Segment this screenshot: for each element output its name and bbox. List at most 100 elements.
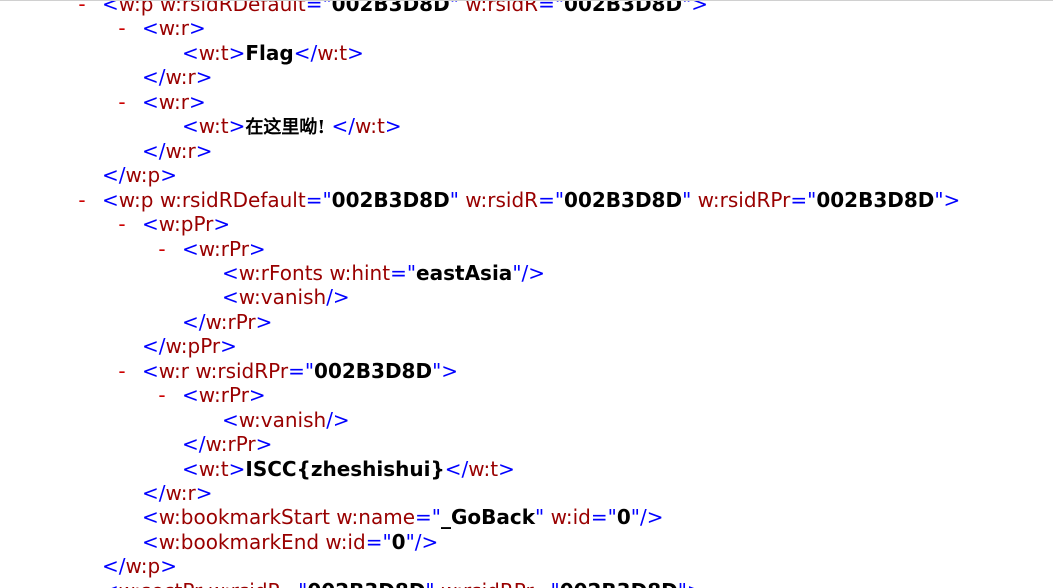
xml-text-content: Flag [245,40,294,65]
xml-punctuation: > [189,89,206,114]
xml-punctuation: > [255,309,273,334]
xml-punctuation: < [222,285,239,310]
xml-tag-name: w:rPr [198,383,249,408]
collapse-toggle[interactable]: - [118,358,126,383]
xml-punctuation: =" [365,529,392,554]
xml-line: <w:rFonts w:hint="eastAsia"/> [222,261,545,285]
xml-punctuation: > [228,40,246,65]
xml-punctuation: < [182,383,199,408]
xml-punctuation: > [220,334,237,359]
xml-punctuation: =" [590,505,617,530]
xml-attr-value: 002B3D8D [307,579,425,588]
xml-text-content: ISCC{zheshishui} [245,456,445,481]
xml-punctuation: > [228,456,246,481]
xml-tag-name: w:t [317,40,348,65]
xml-tag-name: w:sectPr w:rsidR [119,579,282,588]
xml-punctuation: < [102,579,119,588]
xml-tag-name: w:r [158,89,189,114]
xml-punctuation: < [102,187,119,212]
xml-tag-name: w:rsidRPr [697,187,791,212]
xml-line: <w:vanish/> [222,285,350,309]
xml-punctuation: "/> [405,529,439,554]
xml-tag-name: w:p w:rsidRDefault [118,187,306,212]
xml-punctuation: < [142,16,159,41]
xml-punctuation: =" [538,187,565,212]
xml-tag-name: w:vanish [238,285,327,310]
xml-text-content: 在这里呦! [245,117,332,139]
xml-punctuation: < [102,0,119,16]
xml-punctuation: "> [678,579,704,588]
xml-line: </w:p> [102,163,177,187]
collapse-toggle[interactable]: - [118,212,126,237]
xml-punctuation: < [142,505,159,530]
xml-punctuation: </ [142,334,166,359]
xml-punctuation: =" [538,0,565,16]
xml-punctuation: < [182,456,199,481]
xml-tag-name: w:pPr [165,334,221,359]
xml-punctuation: > [195,65,213,90]
xml-punctuation: </ [331,114,356,139]
xml-punctuation: "/> [512,260,546,285]
xml-punctuation: > [228,114,246,139]
xml-punctuation: < [222,407,239,432]
xml-punctuation: < [222,260,239,285]
xml-punctuation: > [195,138,213,163]
xml-tag-name: w:vanish [238,407,327,432]
xml-line: <w:t>Flag</w:t> [182,41,364,65]
xml-punctuation: > [255,432,273,457]
xml-line: </w:r> [142,481,213,505]
collapse-toggle[interactable]: - [158,383,166,408]
xml-punctuation: "/> [630,505,664,530]
xml-punctuation: < [182,236,199,261]
xml-line: </w:rPr> [182,310,272,334]
xml-punctuation: </ [102,163,126,188]
xml-line: <w:t>ISCC{zheshishui}</w:t> [182,457,515,481]
xml-punctuation: > [189,16,206,41]
xml-attr-value: 002B3D8D [564,187,683,212]
xml-punctuation: " [449,0,466,16]
xml-punctuation: </ [142,65,166,90]
xml-attr-value: 002B3D8D [314,358,433,383]
xml-punctuation: "> [682,0,709,16]
xml-attr-value: 002B3D8D [331,0,450,16]
xml-attr-value: 002B3D8D [560,579,678,588]
xml-tag-name: w:rPr [198,236,249,261]
xml-tag-name: w:r [165,65,196,90]
xml-line: <w:sectPr w:rsidR="002B3D8D" w:rsidRPr="… [102,579,704,588]
collapse-toggle[interactable]: - [118,16,126,41]
xml-tag-name: w:t [198,40,229,65]
xml-line: <w:p w:rsidRDefault="002B3D8D" w:rsidR="… [102,188,960,212]
xml-tag-name: w:r [165,138,196,163]
xml-line: <w:bookmarkEnd w:id="0"/> [142,530,438,554]
xml-attr-value: 002B3D8D [331,187,450,212]
xml-line: <w:r w:rsidRPr="002B3D8D"> [142,359,458,383]
xml-punctuation: < [142,529,159,554]
xml-line: </w:rPr> [182,432,272,456]
collapse-toggle[interactable]: - [118,89,126,114]
xml-punctuation: /> [326,285,350,310]
xml-tag-name: w:p w:rsidRDefault [118,0,306,16]
xml-tag-name: w:rsidR [465,0,539,16]
xml-punctuation: " [425,579,441,588]
xml-line: <w:vanish/> [222,408,350,432]
xml-punctuation: > [498,456,515,481]
xml-line: <w:r> [142,16,206,40]
xml-punctuation: "> [432,358,459,383]
xml-punctuation: </ [293,40,318,65]
collapse-toggle[interactable]: - [78,0,86,16]
xml-attr-value: _GoBack [440,505,536,530]
xml-line: </w:p> [102,554,177,578]
xml-punctuation: =" [281,579,307,588]
collapse-toggle[interactable]: - [78,187,86,212]
xml-tag-name: w:rPr [205,309,256,334]
xml-punctuation: < [142,89,159,114]
xml-punctuation: =" [790,187,817,212]
collapse-toggle[interactable]: - [158,236,166,261]
xml-attr-value: 002B3D8D [816,187,935,212]
xml-line: <w:p w:rsidRDefault="002B3D8D" w:rsidR="… [102,0,708,16]
xml-tag-name: w:id [550,505,591,530]
xml-line: <w:rPr> [182,237,266,261]
xml-punctuation: "> [934,187,961,212]
xml-punctuation: </ [102,554,126,579]
